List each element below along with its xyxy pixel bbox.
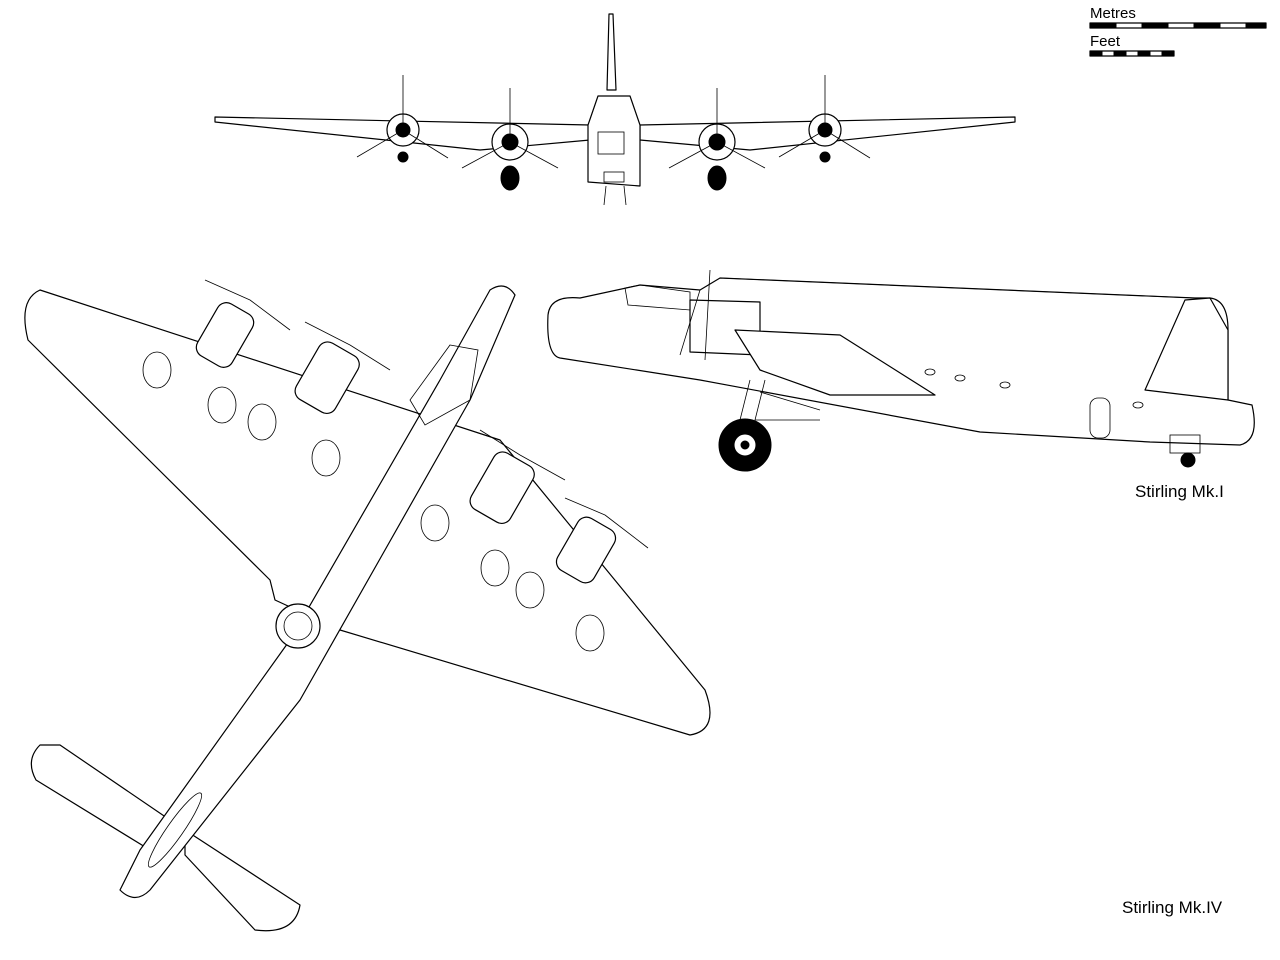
side-view-mk1	[547, 269, 1255, 472]
plan-engine-2	[294, 321, 391, 415]
front-engine-3	[668, 88, 766, 191]
plan-engine-3	[469, 429, 566, 525]
plan-engine-4	[555, 497, 649, 584]
caption-stirling-mk1: Stirling Mk.I	[1135, 482, 1224, 501]
front-engine-2	[461, 88, 559, 191]
scale-bar-metres	[1089, 22, 1267, 29]
front-view	[214, 13, 1016, 206]
scale-label-metres: Metres	[1090, 5, 1136, 22]
front-engine-1	[356, 75, 449, 163]
caption-stirling-mk4: Stirling Mk.IV	[1122, 898, 1223, 917]
scale-bar-feet	[1089, 50, 1175, 57]
plan-engine-1	[195, 279, 291, 368]
scale-label-feet: Feet	[1090, 33, 1121, 50]
front-engine-4	[778, 75, 871, 163]
plan-view	[24, 279, 711, 932]
